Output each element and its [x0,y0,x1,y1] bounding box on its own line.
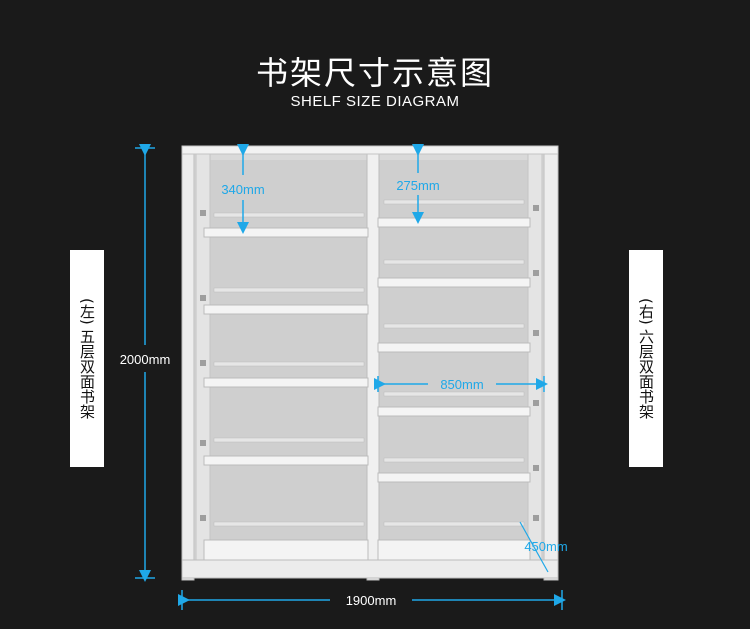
center-upright [366,147,380,581]
height-dimension: 2000mm [120,144,171,582]
depth-dimension: 450mm [519,521,568,573]
width-label: 1900mm [346,593,397,608]
right-gap-label: 275mm [396,178,439,193]
left-side-tag: (左) [78,298,96,325]
page-title: 书架尺寸示意图 [255,54,494,92]
right-side-tag: (右) [637,298,655,325]
right-upright [543,147,559,581]
left-upright [181,147,195,581]
left-bay-shelves [203,212,369,561]
right-shelf-description: 六层双面书架 [637,328,655,419]
left-gap-label: 340mm [221,182,264,197]
height-label: 2000mm [120,352,171,367]
depth-label: 450mm [524,539,567,554]
left-shelf-label: (左) 五层双面书架 [70,250,104,467]
right-shelf-label: (右) 六层双面书架 [629,250,663,467]
page-subtitle: SHELF SIZE DIAGRAM [290,93,460,110]
left-shelf-description: 五层双面书架 [78,328,96,419]
shelf-base [181,559,559,579]
width-dimension: 1900mm [178,590,566,610]
left-gap-dimension: 340mm [221,144,265,234]
bay-width-label: 850mm [440,377,483,392]
right-bay-shelves [377,199,531,561]
right-gap-dimension: 275mm [396,144,440,224]
bay-width-dimension: 850mm [374,376,548,392]
